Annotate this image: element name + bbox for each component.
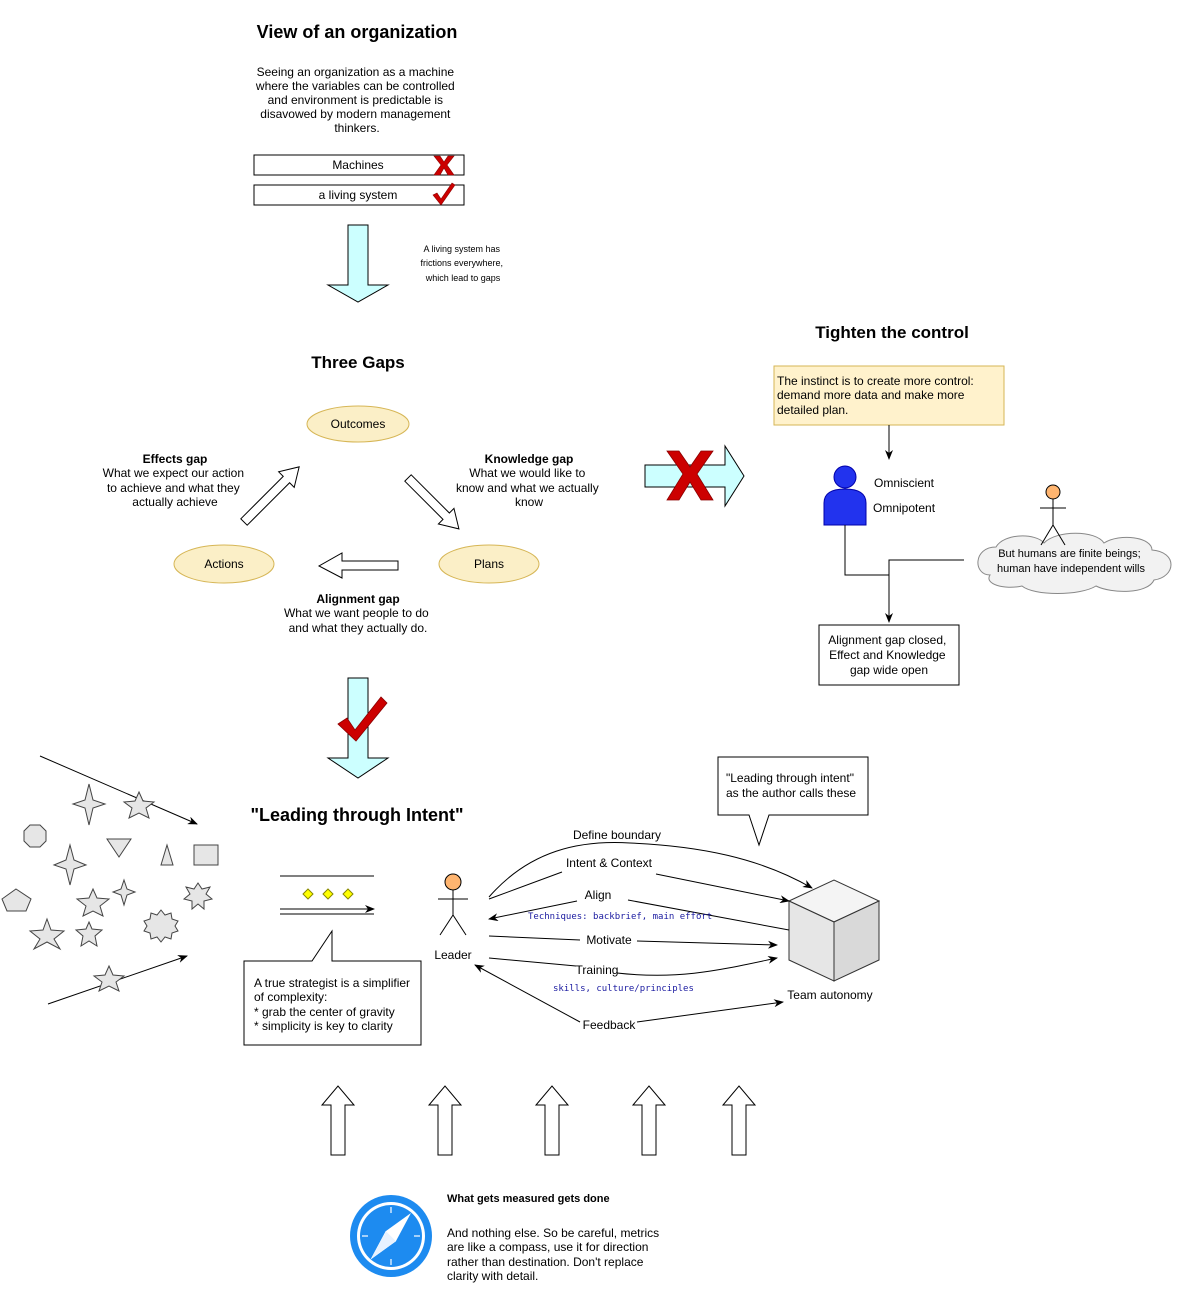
control-title: Tighten the control xyxy=(815,323,969,342)
align-label: Align xyxy=(585,888,612,902)
metrics-title: What gets measured gets done xyxy=(447,1193,610,1205)
plans-node: Plans xyxy=(438,544,540,584)
metrics-desc: And nothing else. So be careful, metrics… xyxy=(447,1226,662,1283)
svg-text:Alignment gap closed, Ef: Alignment gap closed, Effect and Knowled… xyxy=(828,633,949,677)
person-icon xyxy=(438,873,468,936)
star-icon xyxy=(75,887,111,917)
up-arrow-icon xyxy=(427,1085,463,1156)
star-icon xyxy=(74,920,104,948)
star-icon xyxy=(122,790,156,819)
omnipotent-label: Omnipotent xyxy=(873,501,936,515)
omniscient-label: Omniscient xyxy=(874,476,935,490)
intent-context-label: Intent & Context xyxy=(566,856,653,870)
compass-icon xyxy=(350,1195,432,1277)
arrow-note: A living system has frictions everywhere… xyxy=(420,244,505,283)
star-icon xyxy=(111,878,137,907)
outcomes-node: Outcomes xyxy=(306,405,410,443)
outcomes-label: Outcomes xyxy=(331,417,386,431)
feedback-label: Feedback xyxy=(583,1018,637,1032)
triangle-icon xyxy=(106,838,132,858)
cube-icon xyxy=(787,879,881,982)
star-icon xyxy=(28,917,66,951)
stick-figure-icon xyxy=(1040,484,1066,546)
training-sub: skills, culture/principles xyxy=(553,984,694,994)
triangle-icon xyxy=(160,843,174,866)
knowledge-gap-desc: What we would like to know and what we a… xyxy=(456,466,602,509)
svg-text:The instinct is to create more: The instinct is to create more control: … xyxy=(777,374,977,417)
check-mark-icon xyxy=(337,696,388,742)
plans-label: Plans xyxy=(474,557,504,571)
alignment-gap-title: Alignment gap xyxy=(316,592,399,606)
octagon-icon xyxy=(23,824,47,848)
sun-icon xyxy=(143,909,179,943)
view-description: Seeing an organization as a machine wher… xyxy=(255,65,458,135)
effects-arrow xyxy=(240,466,300,526)
square-icon xyxy=(193,844,219,866)
machines-label: Machines xyxy=(332,158,383,172)
svg-text:A true strategist is a simplif: A true strategist is a simplifier of com… xyxy=(254,976,413,1033)
complexity-shapes xyxy=(1,755,219,1005)
alignment-arrow xyxy=(317,552,399,579)
living-system-label: a living system xyxy=(319,188,398,202)
living-system-box: a living system xyxy=(253,184,465,206)
training-label: Training xyxy=(576,963,619,977)
view-title: View of an organization xyxy=(257,22,458,42)
up-arrow-icon xyxy=(631,1085,667,1156)
svg-text:"Leading through intent": "Leading through intent" as the author c… xyxy=(726,771,857,800)
check-mark-icon xyxy=(432,182,456,206)
cloud-text: But humans are finite beings; human have… xyxy=(997,548,1145,575)
cloud-icon xyxy=(977,532,1172,594)
connector xyxy=(885,559,964,623)
machines-box: Machines xyxy=(253,154,465,176)
effects-gap-title: Effects gap xyxy=(143,452,208,466)
actions-label: Actions xyxy=(204,557,243,571)
motivate-label: Motivate xyxy=(586,933,632,947)
down-arrow-icon xyxy=(326,224,390,303)
star-icon xyxy=(52,843,88,886)
control-note: The instinct is to create more control: … xyxy=(773,365,1005,426)
team-autonomy-label: Team autonomy xyxy=(787,988,872,1002)
up-arrows xyxy=(320,1085,757,1156)
strategist-callout: A true strategist is a simplifier of com… xyxy=(243,929,422,1046)
actions-node: Actions xyxy=(173,544,275,584)
burst-icon xyxy=(182,882,214,911)
star-icon xyxy=(71,783,107,826)
pentagon-icon xyxy=(1,888,32,912)
cross-mark-icon xyxy=(433,155,455,176)
leader-connections xyxy=(474,842,813,1023)
effects-gap-desc: What we expect our action to achieve and… xyxy=(103,466,248,509)
leader-label: Leader xyxy=(434,948,471,962)
knowledge-arrow xyxy=(404,474,460,530)
up-arrow-icon xyxy=(320,1085,356,1156)
result-box: Alignment gap closed, Effect and Knowled… xyxy=(818,624,960,686)
cross-mark-icon xyxy=(666,450,714,501)
author-callout: "Leading through intent" as the author c… xyxy=(717,756,869,847)
intent-title: "Leading through Intent" xyxy=(250,805,463,825)
align-techniques: Techniques: backbrief, main effort xyxy=(528,912,712,922)
up-arrow-icon xyxy=(721,1085,757,1156)
simplified-lines xyxy=(280,875,375,915)
person-icon xyxy=(823,465,867,526)
connector xyxy=(844,525,889,576)
up-arrow-icon xyxy=(534,1085,570,1156)
gaps-title: Three Gaps xyxy=(311,353,405,372)
alignment-gap-desc: What we want people to do and what they … xyxy=(284,606,432,635)
star-icon xyxy=(92,964,126,992)
knowledge-gap-title: Knowledge gap xyxy=(485,452,574,466)
define-boundary-label: Define boundary xyxy=(573,828,661,842)
